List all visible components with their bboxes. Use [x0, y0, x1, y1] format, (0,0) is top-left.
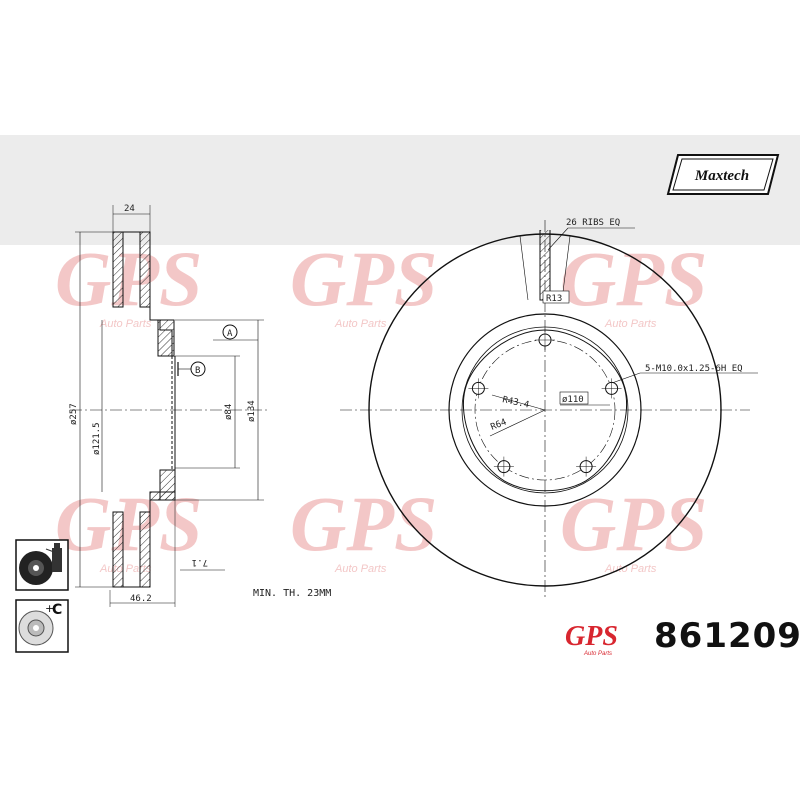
side-view: [70, 205, 270, 607]
watermark-subtext: Auto Parts: [99, 318, 152, 330]
watermark-logo: GPS: [55, 235, 202, 322]
watermark-logo: GPS: [55, 480, 202, 567]
datum-a-label: A: [227, 329, 233, 339]
part-number: 861209: [654, 616, 800, 656]
watermark-logo: GPS: [290, 480, 437, 567]
watermark-subtext: Auto Parts: [334, 318, 387, 330]
svg-text:+: +: [45, 602, 54, 615]
outer-diameter-dim: ø257: [69, 403, 79, 425]
gps-logo: GPS Auto Parts: [565, 621, 618, 657]
gps-logo-subtext: Auto Parts: [583, 651, 612, 657]
watermark-logo: GPS: [560, 480, 707, 567]
watermark-logo: GPS: [290, 235, 437, 322]
rib-radius-note: R13: [546, 294, 562, 304]
hat-diameter-dim: ø134: [247, 400, 257, 422]
center-bore-note: ø110: [562, 395, 584, 405]
thickness-dim: 24: [124, 204, 135, 214]
maxtech-logo: Maxtech: [666, 154, 780, 195]
offset-dim: 7.1: [192, 557, 208, 567]
watermark-subtext: Auto Parts: [334, 563, 387, 575]
bolt-hole-group: [468, 330, 622, 477]
watermark-subtext: Auto Parts: [99, 563, 152, 575]
svg-text:C: C: [52, 602, 62, 618]
carbon-disc-icon: C +: [15, 599, 69, 653]
watermark-subtext: Auto Parts: [604, 563, 657, 575]
maxtech-logo-text: Maxtech: [694, 168, 749, 184]
watermark-subtext: Auto Parts: [604, 318, 657, 330]
inner-diameter-dim: ø121.5: [92, 422, 102, 455]
header-band: [0, 135, 800, 245]
datum-b-label: B: [195, 366, 200, 376]
radius-inner-note: R64: [489, 417, 508, 432]
coated-disc-icon: [15, 539, 69, 591]
bolt-spec-note: 5-M10.0x1.25-6H EQ: [645, 364, 743, 374]
watermark-logo: GPS: [560, 235, 707, 322]
min-thickness-note: MIN. TH. 23MM: [253, 588, 332, 599]
gps-logo-text: GPS: [565, 621, 618, 652]
radius-outer-note: R43.4: [501, 395, 530, 410]
ribs-note: 26 RIBS EQ: [566, 218, 620, 228]
front-view: [340, 220, 758, 600]
pcd-ref-dim: ø84: [224, 404, 234, 420]
height-dim: 46.2: [130, 594, 152, 604]
